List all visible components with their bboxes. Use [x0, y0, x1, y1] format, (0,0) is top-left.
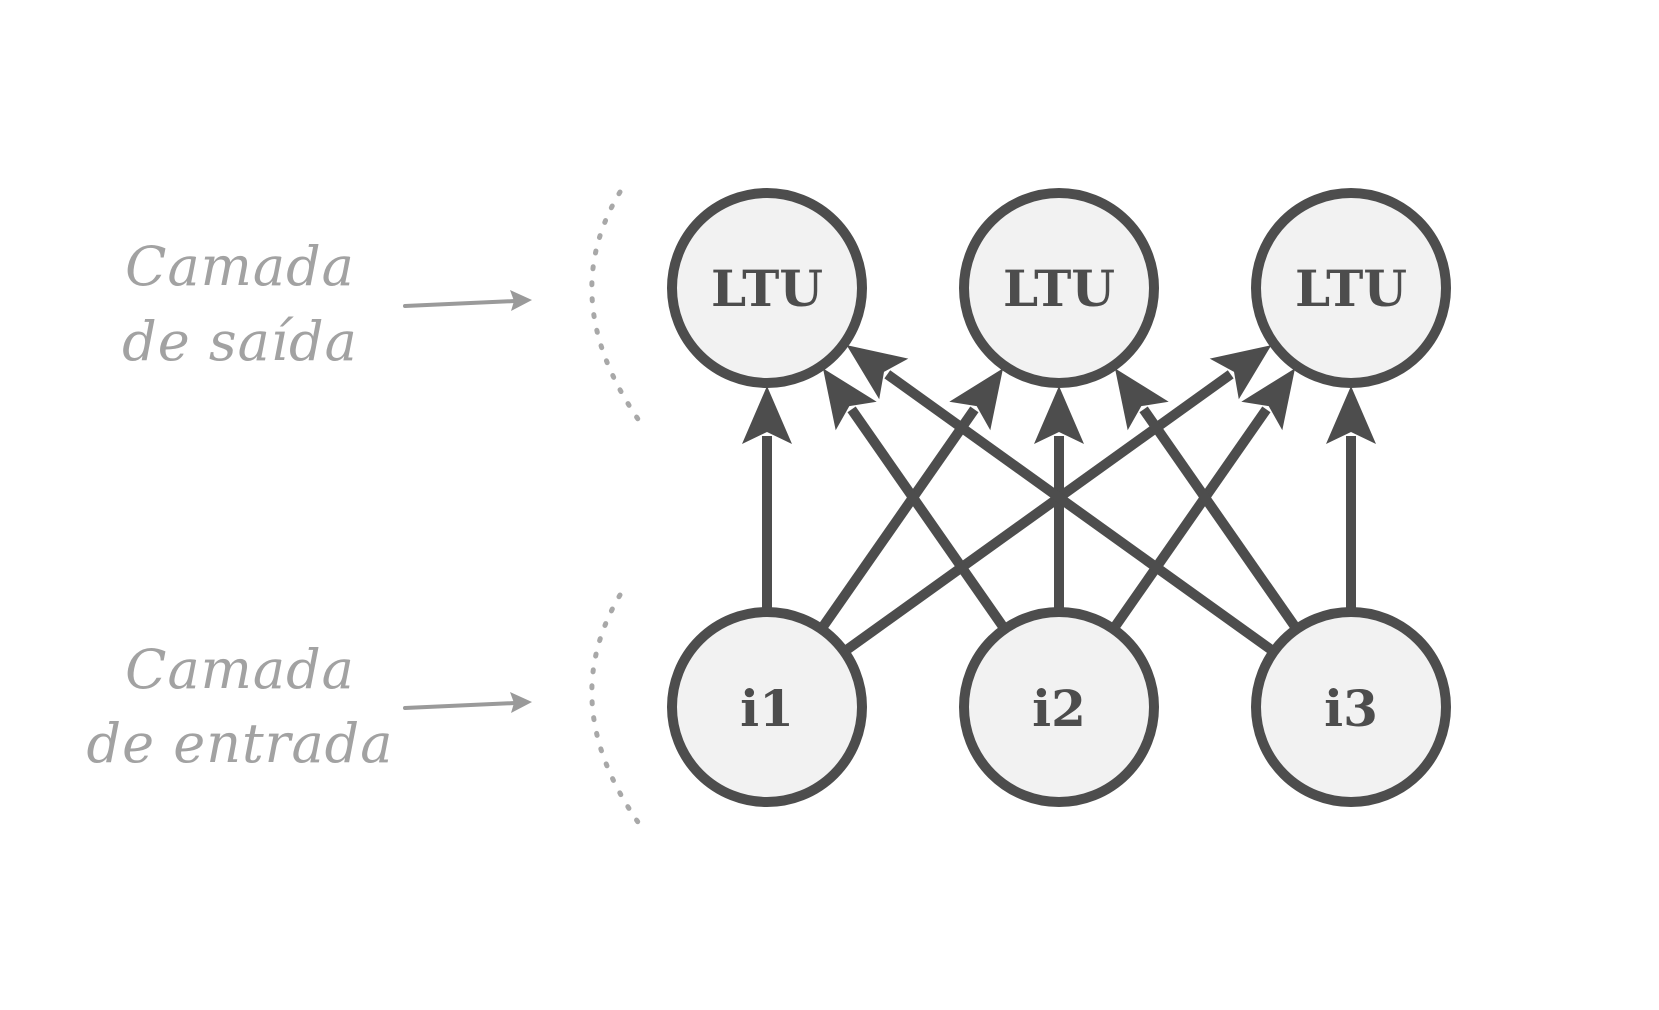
- arrowhead-i1-ltu3: [1209, 345, 1272, 400]
- output-node-1: LTU: [667, 188, 867, 388]
- output-node-2-label: LTU: [1003, 259, 1115, 318]
- arrowhead-i1-ltu2: [949, 368, 1003, 431]
- input-node-3-circle: [1251, 607, 1451, 807]
- output-node-2-circle: [959, 188, 1159, 388]
- edge-i1-ltu2: [818, 406, 979, 631]
- output-layer-label-line2: de saída: [122, 310, 358, 373]
- input-layer-label: Camada de entrada: [87, 638, 394, 775]
- input-layer-pointer: [403, 692, 532, 713]
- arrowhead-i2-ltu3: [1241, 368, 1295, 431]
- input-pointer-arrowhead: [510, 692, 532, 713]
- connection-i2-ltu1: [823, 368, 1008, 631]
- connection-i2-ltu2: [1034, 386, 1084, 610]
- edge-i3-ltu2: [1139, 406, 1300, 631]
- edge-i3-ltu1: [884, 370, 1276, 655]
- connection-i1-ltu2: [818, 368, 1003, 631]
- connection-i2-ltu3: [1110, 368, 1295, 631]
- output-node-2: LTU: [959, 188, 1159, 388]
- arrowhead-i1-ltu1: [742, 386, 792, 444]
- arrowhead-i2-ltu2: [1034, 386, 1084, 444]
- input-layer-bracket: [589, 592, 643, 828]
- edge-i1-ltu3: [842, 370, 1234, 655]
- input-node-1: i1: [667, 607, 867, 807]
- input-node-3-label: i3: [1324, 679, 1378, 738]
- edge-i2-ltu1: [847, 406, 1008, 631]
- input-pointer-line: [403, 701, 517, 710]
- output-node-3-circle: [1251, 188, 1451, 388]
- connection-i3-ltu2: [1115, 368, 1300, 631]
- input-layer-label-line1: Camada: [125, 638, 355, 701]
- connection-i3-ltu3: [1326, 386, 1376, 610]
- input-layer-label-line2: de entrada: [87, 712, 394, 775]
- output-pointer-arrowhead: [510, 290, 532, 311]
- arrowhead-i3-ltu1: [846, 345, 909, 400]
- output-layer-label: Camada de saída: [122, 235, 358, 373]
- output-pointer-line: [403, 299, 517, 308]
- output-node-1-label: LTU: [711, 259, 823, 318]
- arrowhead-i2-ltu1: [823, 368, 877, 431]
- output-layer-pointer: [403, 290, 532, 311]
- output-node-3: LTU: [1251, 188, 1451, 388]
- output-layer-bracket: [589, 189, 643, 425]
- input-node-2: i2: [959, 607, 1159, 807]
- input-node-2-circle: [959, 607, 1159, 807]
- output-node-3-label: LTU: [1295, 259, 1407, 318]
- input-node-1-label: i1: [740, 679, 794, 738]
- output-node-1-circle: [667, 188, 867, 388]
- arrowhead-i3-ltu2: [1115, 368, 1169, 431]
- input-node-3: i3: [1251, 607, 1451, 807]
- connection-i1-ltu3: [842, 345, 1272, 655]
- connection-i3-ltu1: [846, 345, 1276, 655]
- output-layer-label-line1: Camada: [125, 235, 355, 298]
- connection-i1-ltu1: [742, 386, 792, 610]
- connections: [742, 345, 1376, 655]
- input-node-2-label: i2: [1032, 679, 1086, 738]
- arrowhead-i3-ltu3: [1326, 386, 1376, 444]
- edge-i2-ltu3: [1110, 406, 1271, 631]
- input-node-1-circle: [667, 607, 867, 807]
